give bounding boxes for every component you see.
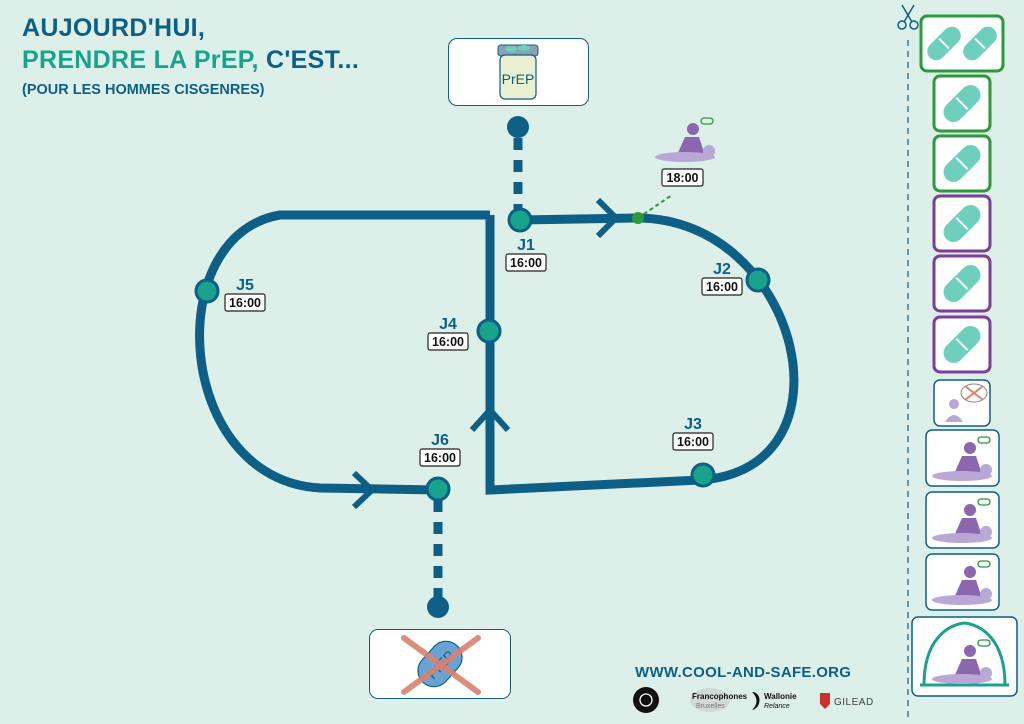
sidebar-tile-pill	[932, 194, 992, 253]
pill-icon	[963, 26, 997, 61]
sidebar-tile-sex	[925, 429, 1000, 487]
sex-event-time: 18:00	[667, 171, 699, 185]
wallonie-line1: Wallonie	[764, 692, 797, 701]
arrow-up-middle	[469, 405, 511, 433]
sidebar-tile-double-pill	[919, 14, 1005, 73]
day-node-j3: J3 16:00	[672, 416, 716, 488]
francophones-line2: Bruxelles	[696, 703, 725, 710]
gilead-logo: GILEAD	[820, 693, 874, 709]
day-label: J5	[236, 277, 254, 294]
day-time-box	[701, 277, 743, 296]
day-label: J1	[517, 237, 535, 254]
stop-prep-icon: PrEP	[401, 635, 481, 695]
prep-jar-card: PrEP	[448, 38, 589, 106]
pill-icon	[943, 265, 981, 302]
sidebar-tile-sex	[925, 553, 1000, 611]
end-dot	[427, 596, 449, 618]
francophones-line1: Francophones	[692, 692, 748, 701]
day-time: 16:00	[510, 256, 542, 270]
sex-event-dot	[632, 212, 644, 224]
day-time-box	[224, 293, 266, 312]
day-label: J4	[439, 316, 457, 333]
title-line-2: PRENDRE LA PrEP, C'EST...	[22, 46, 359, 75]
day-dot	[476, 318, 502, 344]
day-time-box	[427, 332, 469, 351]
pill-icon	[927, 26, 961, 61]
condom-outline-icon	[922, 621, 1007, 686]
person-body-icon	[945, 415, 963, 422]
right-loop-path	[485, 213, 799, 495]
prep-jar-icon: PrEP	[497, 44, 539, 100]
sidebar-tile-sex	[925, 491, 1000, 549]
sidebar-tile-pill	[932, 254, 992, 313]
day-dot	[425, 476, 451, 502]
day-dot	[745, 267, 771, 293]
day-time: 16:00	[677, 435, 709, 449]
fps-logo	[633, 687, 659, 713]
wallonie-logo: Wallonie Relance	[752, 692, 797, 710]
day-node-j6: J6 16:00	[419, 432, 461, 502]
pill-icon	[943, 85, 981, 122]
day-dot	[690, 462, 716, 488]
day-time: 16:00	[424, 451, 456, 465]
stop-prep-card: PrEP	[369, 629, 511, 699]
sidebar-tile-pill	[932, 134, 992, 193]
couple-icon	[932, 639, 992, 684]
wallonie-line2: Relance	[764, 703, 790, 710]
day-dot	[194, 278, 220, 304]
sidebar-tile-condom	[911, 616, 1018, 697]
day-node-j4: J4 16:00	[427, 316, 502, 351]
title-highlight: PRENDRE LA PrEP,	[22, 46, 259, 74]
day-time-box	[672, 432, 714, 451]
day-time: 16:00	[229, 296, 261, 310]
scissors-icon	[897, 4, 919, 30]
title-rest: C'EST...	[258, 46, 360, 74]
couple-icon	[932, 436, 992, 481]
day-node-j5: J5 16:00	[194, 277, 266, 312]
day-label: J2	[713, 261, 731, 278]
day-dot	[507, 207, 533, 233]
arrow-right-bottom	[351, 470, 377, 510]
couple-icon	[932, 498, 992, 543]
day-label: J3	[684, 416, 702, 433]
day-time: 16:00	[706, 280, 738, 294]
sponsor-logos: Francophones Bruxelles Wallonie Relance …	[633, 687, 874, 713]
arrow-right-top	[595, 197, 621, 239]
sidebar-tile-pill	[932, 315, 992, 374]
jar-label: PrEP	[502, 71, 535, 87]
left-loop-path	[195, 210, 490, 495]
cross-line-2	[401, 635, 481, 695]
day-time-box	[505, 253, 547, 272]
sidebar-tile-pill	[932, 74, 992, 133]
pill-icon	[943, 205, 981, 242]
pill-icon	[943, 326, 981, 363]
subtitle: (POUR LES HOMMES CISGENRES)	[22, 82, 265, 98]
website-url[interactable]: WWW.COOL-AND-SAFE.ORG	[635, 664, 852, 681]
sex-event-time-box	[661, 168, 704, 187]
day-label: J6	[431, 432, 449, 449]
person-head-icon	[949, 399, 959, 409]
title-line-1: AUJOURD'HUI,	[22, 14, 206, 42]
day-node-j2: J2 16:00	[701, 261, 771, 296]
sidebar-tile-no-sex-thought	[933, 379, 991, 427]
day-time-box	[419, 448, 461, 467]
gilead-text: GILEAD	[834, 697, 874, 708]
start-dot	[507, 116, 529, 138]
day-node-j1: J1 16:00	[505, 207, 547, 272]
sidebar-tiles	[911, 14, 1018, 697]
sex-event-icon	[655, 117, 715, 162]
couple-icon	[932, 560, 992, 605]
pill-icon	[943, 145, 981, 182]
day-time: 16:00	[432, 335, 464, 349]
francophones-logo: Francophones Bruxelles	[690, 688, 748, 712]
cross-icon	[964, 385, 984, 401]
